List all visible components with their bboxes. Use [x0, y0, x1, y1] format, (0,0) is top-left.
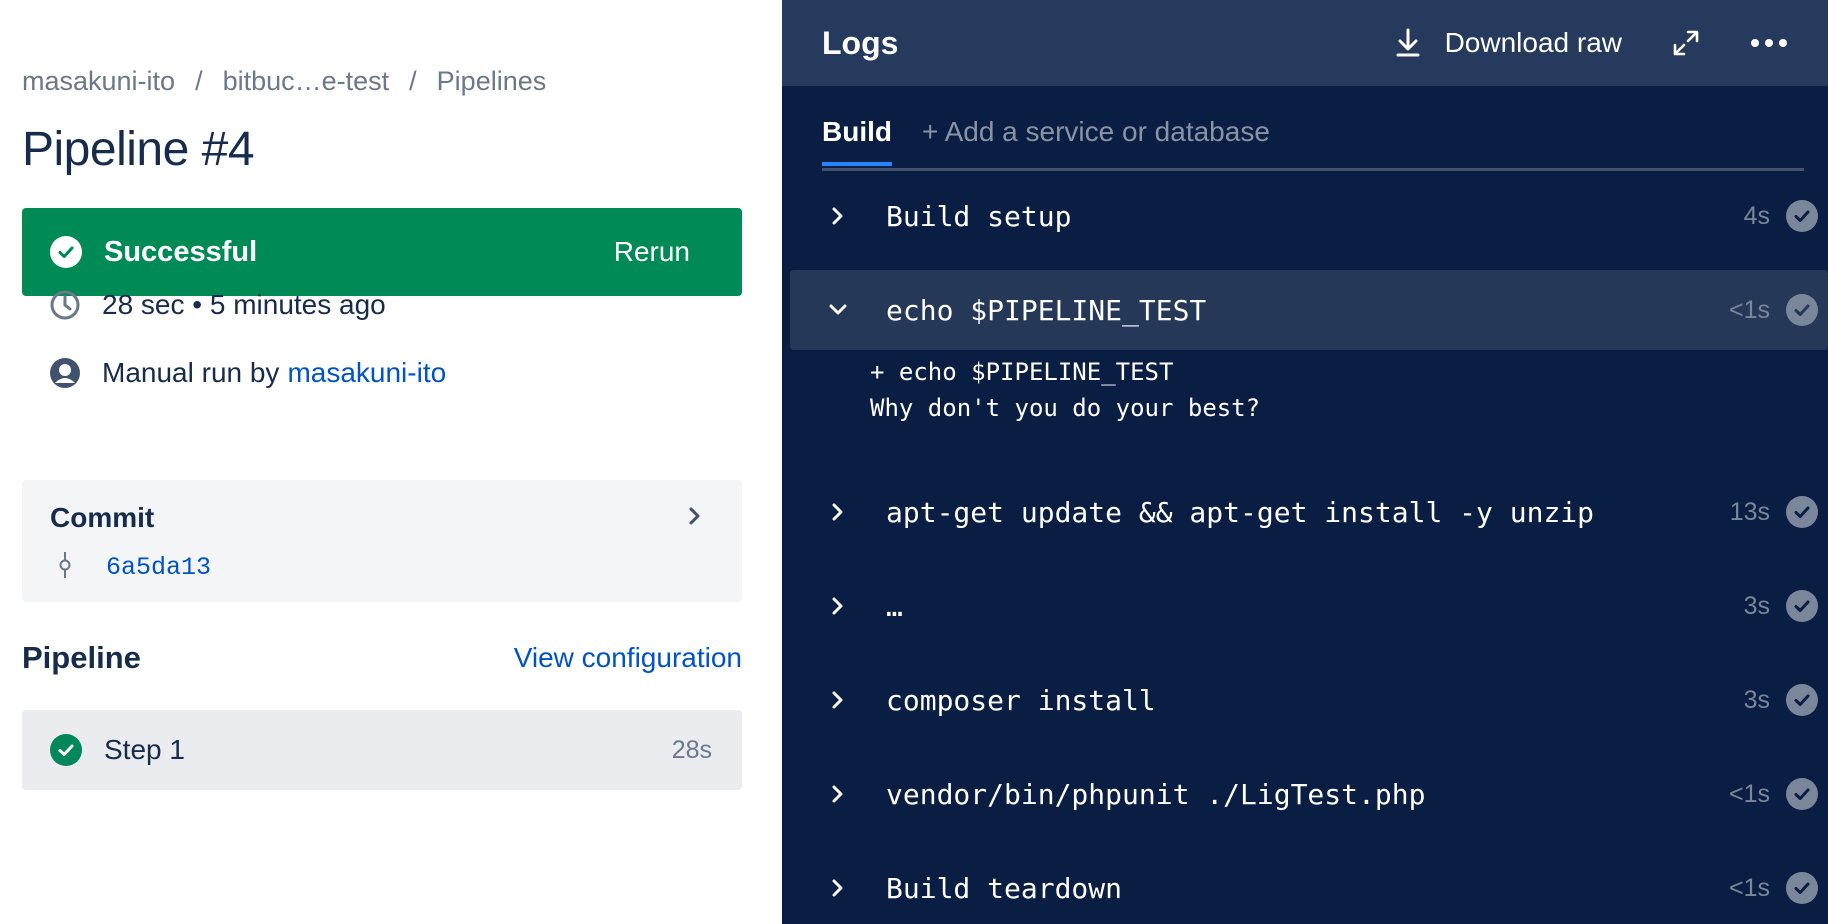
trigger-prefix: Manual run by	[102, 357, 280, 388]
check-circle-icon	[1786, 778, 1818, 810]
log-duration: <1s	[1728, 295, 1770, 324]
download-icon	[1396, 28, 1420, 57]
breadcrumb-user[interactable]: masakuni-ito	[22, 66, 176, 96]
chevron-right-icon[interactable]	[682, 504, 706, 533]
log-command: composer install	[886, 683, 1156, 717]
log-tabs: Build + Add a service or database	[822, 112, 1804, 171]
commit-hash-row: 6a5da13	[58, 552, 211, 583]
log-command: apt-get update && apt-get install -y unz…	[886, 495, 1595, 529]
log-step-row[interactable]: composer install 3s	[790, 660, 1828, 740]
tab-build[interactable]: Build	[822, 116, 892, 166]
log-command: …	[886, 589, 903, 623]
log-duration: 13s	[1729, 497, 1770, 526]
breadcrumb-separator: /	[195, 66, 203, 96]
log-step-row[interactable]: vendor/bin/phpunit ./LigTest.php <1s	[790, 754, 1828, 834]
log-step-row[interactable]: Build teardown <1s	[790, 848, 1828, 924]
more-icon[interactable]	[1750, 38, 1788, 48]
add-service-link[interactable]: + Add a service or database	[922, 116, 1270, 147]
log-duration: <1s	[1728, 779, 1770, 808]
pipeline-details-panel: masakuni-ito / bitbuc…e-test / Pipelines…	[0, 0, 782, 924]
step-name: Step 1	[104, 734, 185, 765]
log-duration: 3s	[1743, 591, 1770, 620]
duration-text: 28 sec • 5 minutes ago	[102, 289, 386, 320]
duration-row: 28 sec • 5 minutes ago	[48, 288, 386, 322]
step-duration: 28s	[671, 735, 712, 764]
log-duration: <1s	[1728, 873, 1770, 902]
log-command: Build setup	[886, 199, 1072, 233]
commit-title: Commit	[50, 502, 155, 533]
logs-header: Logs Download raw	[782, 0, 1828, 86]
log-output-line: + echo $PIPELINE_TEST	[870, 358, 1174, 386]
log-step-row[interactable]: apt-get update && apt-get install -y unz…	[790, 472, 1828, 552]
download-raw-button[interactable]: Download raw	[1395, 27, 1622, 59]
log-command: Build teardown	[886, 871, 1123, 905]
log-duration: 3s	[1743, 685, 1770, 714]
expand-icon[interactable]	[1672, 29, 1700, 57]
commit-card[interactable]: Commit 6a5da13	[22, 480, 742, 602]
breadcrumb: masakuni-ito / bitbuc…e-test / Pipelines	[22, 66, 546, 97]
breadcrumb-separator: /	[409, 66, 417, 96]
logs-panel: Logs Download raw Build + Add a service …	[782, 0, 1828, 924]
check-circle-icon	[1786, 294, 1818, 326]
log-output-line: Why don't you do your best?	[870, 394, 1261, 422]
rerun-button[interactable]: Rerun	[613, 236, 690, 267]
clock-icon	[48, 288, 82, 322]
pipeline-heading: Pipeline	[22, 640, 141, 675]
check-circle-icon	[1786, 590, 1818, 622]
status-banner: Successful Rerun	[22, 208, 742, 296]
commit-icon	[58, 552, 72, 583]
chevron-down-icon[interactable]	[824, 301, 852, 319]
breadcrumb-pipelines[interactable]: Pipelines	[436, 66, 547, 96]
status-label: Successful	[104, 235, 258, 268]
trigger-user-link[interactable]: masakuni-ito	[287, 357, 447, 388]
download-raw-label: Download raw	[1444, 27, 1622, 58]
chevron-right-icon[interactable]	[824, 205, 852, 227]
breadcrumb-repo[interactable]: bitbuc…e-test	[222, 66, 390, 96]
log-step-row[interactable]: … 3s	[790, 566, 1828, 646]
check-circle-icon	[1786, 684, 1818, 716]
chevron-right-icon[interactable]	[824, 877, 852, 899]
logs-title: Logs	[822, 24, 899, 61]
check-circle-icon	[50, 236, 82, 268]
commit-hash-link[interactable]: 6a5da13	[106, 553, 212, 582]
check-circle-icon	[1786, 200, 1818, 232]
chevron-right-icon[interactable]	[824, 689, 852, 711]
log-command: echo $PIPELINE_TEST	[886, 293, 1207, 327]
log-step-row-expanded[interactable]: echo $PIPELINE_TEST <1s	[790, 270, 1828, 350]
log-duration: 4s	[1743, 201, 1770, 230]
log-command: vendor/bin/phpunit ./LigTest.php	[886, 777, 1426, 811]
chevron-right-icon[interactable]	[824, 595, 852, 617]
check-circle-icon	[50, 734, 82, 766]
check-circle-icon	[1786, 496, 1818, 528]
check-circle-icon	[1786, 872, 1818, 904]
log-step-row[interactable]: Build setup 4s	[790, 176, 1828, 256]
page-title: Pipeline #4	[22, 123, 255, 176]
log-output: + echo $PIPELINE_TEST Why don't you do yo…	[870, 354, 1260, 426]
view-configuration-link[interactable]: View configuration	[513, 642, 742, 673]
step-item[interactable]: Step 1 28s	[22, 710, 742, 790]
chevron-right-icon[interactable]	[824, 783, 852, 805]
trigger-row: Manual run by masakuni-ito	[48, 356, 446, 390]
chevron-right-icon[interactable]	[824, 501, 852, 523]
pipeline-section-header: Pipeline View configuration	[22, 640, 742, 676]
user-avatar-icon	[48, 356, 82, 390]
